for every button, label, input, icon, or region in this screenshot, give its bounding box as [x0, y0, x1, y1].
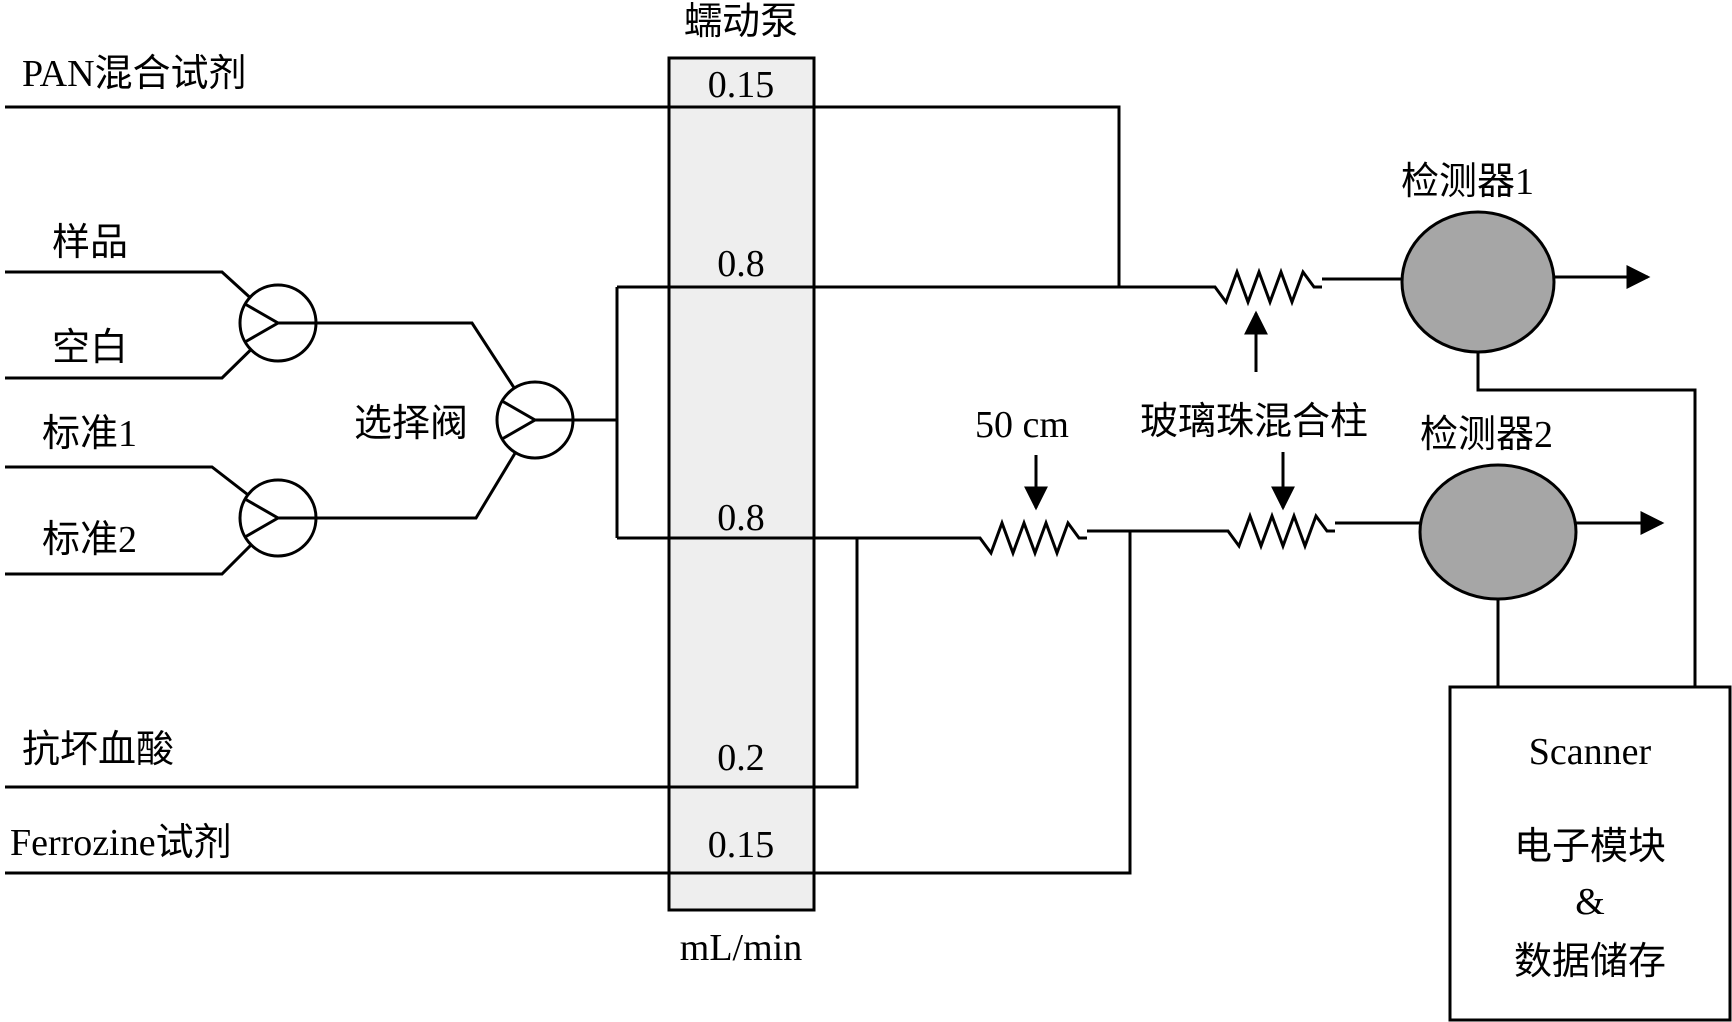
- pan-reagent-line: [5, 105, 1121, 287]
- flow-rate-ferrozine: 0.15: [708, 824, 775, 866]
- pump-title: 蠕动泵: [684, 1, 798, 43]
- reagent-pan-label: PAN混合试剂: [22, 53, 247, 95]
- scanner-label: Scanner: [1529, 731, 1652, 773]
- mixing-coil-2: [1218, 511, 1335, 551]
- reaction-coil-50cm: [970, 518, 1087, 558]
- data-storage-label: 数据储存: [1514, 941, 1666, 983]
- sample-line: [5, 270, 280, 325]
- peristaltic-pump: [667, 56, 816, 912]
- mixing-coil-1: [1205, 267, 1322, 307]
- standard1-line: [5, 465, 279, 520]
- ampersand-label: &: [1575, 881, 1605, 923]
- detector-2: [1418, 463, 1578, 601]
- reagent-ascorbic-label: 抗坏血酸: [22, 729, 174, 771]
- electronics-module-label: 电子模块: [1514, 826, 1666, 868]
- scanner-electronics-box: [1448, 685, 1732, 1022]
- reagent-standard2-label: 标准2: [42, 519, 137, 561]
- flow-rate-carrier-1: 0.8: [717, 243, 765, 285]
- blank-line: [5, 321, 280, 380]
- reagent-blank-label: 空白: [52, 327, 128, 369]
- detector2-label: 检测器2: [1420, 414, 1553, 456]
- reagent-ferrozine-label: Ferrozine试剂: [10, 822, 232, 864]
- ferrozine-line: [5, 531, 1132, 875]
- reagent-standard1-label: 标准1: [42, 413, 137, 455]
- detector1-label: 检测器1: [1401, 161, 1534, 203]
- flow-rate-pan: 0.15: [708, 64, 775, 106]
- selection-valve-label: 选择阀: [354, 403, 468, 445]
- coil-length-label: 50 cm: [975, 404, 1069, 446]
- flow-rate-ascorbic: 0.2: [717, 737, 765, 779]
- detector1-signal-cable: [1476, 352, 1697, 687]
- ascorbic-line: [5, 538, 859, 789]
- reagent-sample-label: 样品: [52, 222, 128, 264]
- mixing-column-label: 玻璃珠混合柱: [1140, 401, 1368, 443]
- detector-1: [1400, 210, 1556, 354]
- pump-unit: mL/min: [680, 927, 802, 969]
- flow-rate-carrier-2: 0.8: [717, 497, 765, 539]
